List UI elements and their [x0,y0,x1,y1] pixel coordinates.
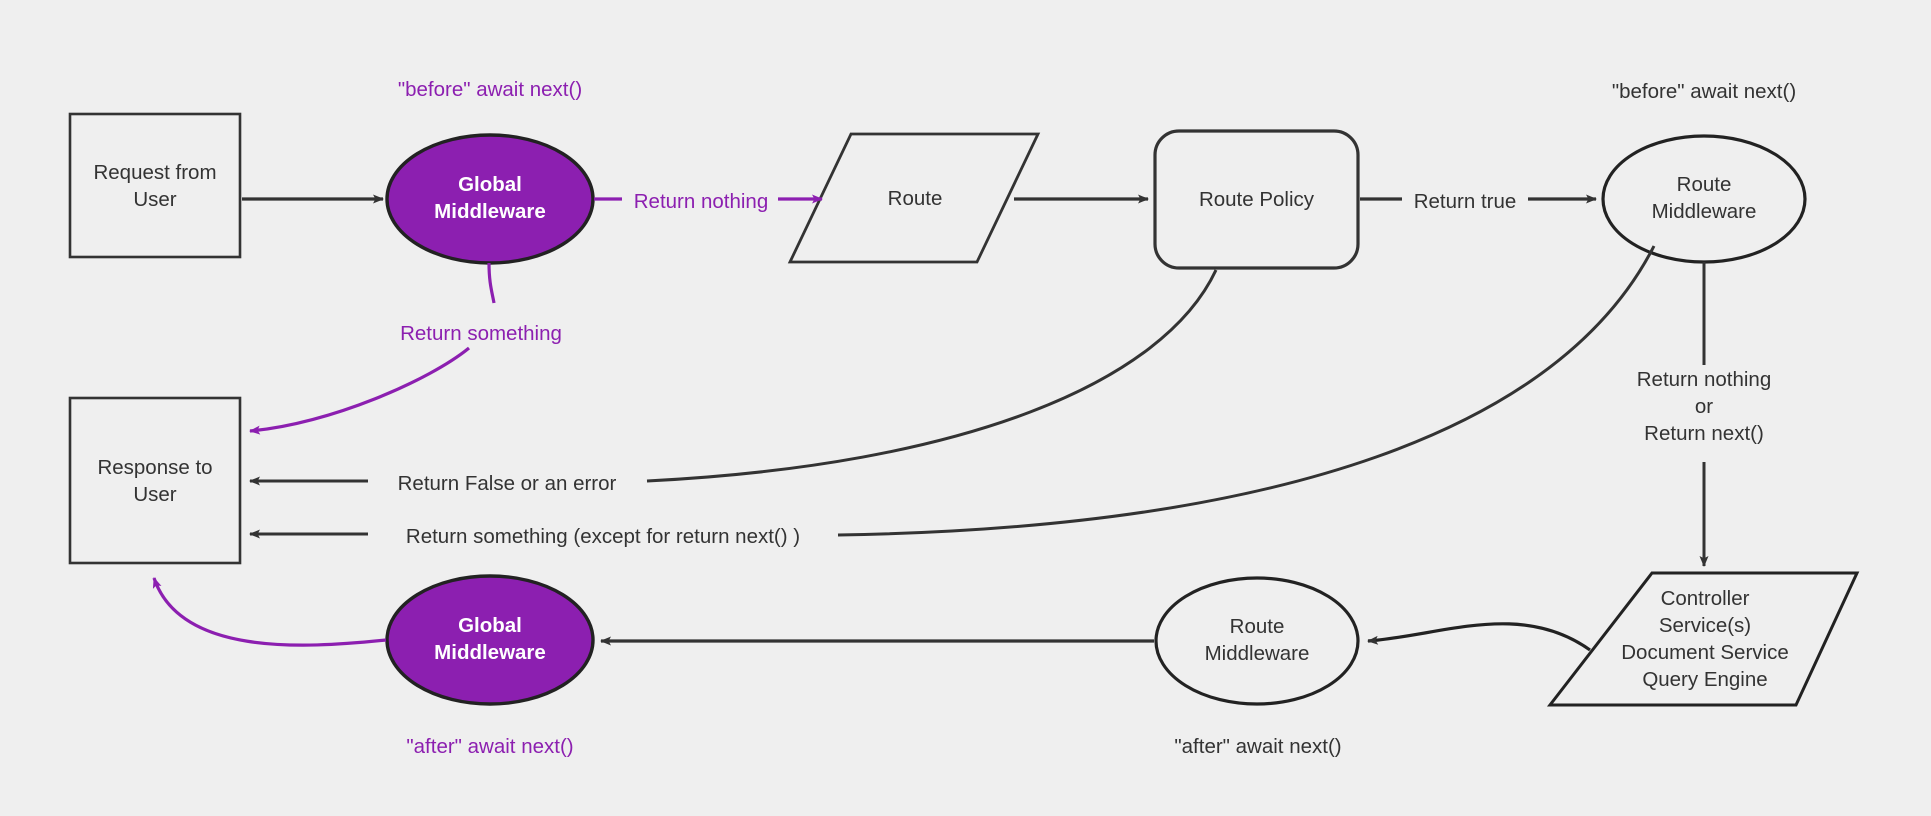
edge-controller-to-route-middleware-bottom [1367,622,1591,652]
node-shape-global-middleware-bottom [385,574,595,706]
node-shape-request-from-user [68,112,242,259]
node-shape-route-middleware-top [1601,134,1807,264]
node-shape-response-to-user [68,396,242,565]
edge-global-middleware-to-return-something [487,262,496,304]
edge-route-policy-to-return-false [646,269,1218,483]
node-shape-global-middleware-top [385,133,595,265]
edge-return-something-to-response [249,346,471,435]
node-shape-controller-services [1546,571,1860,707]
edge-global-middleware-bottom-to-response [152,577,387,647]
node-shape-route-policy [1153,129,1360,270]
node-shape-route-middleware-bottom [1154,576,1360,706]
edge-route-middleware-to-return-something-except [837,245,1656,537]
node-shape-route [787,132,1041,264]
